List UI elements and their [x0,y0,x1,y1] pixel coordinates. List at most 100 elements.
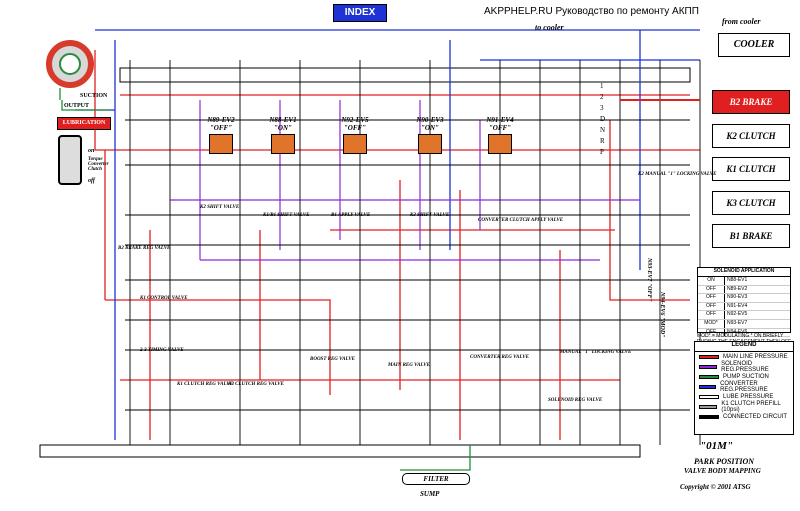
converter-reg-label: CONVERTER REG VALVE [470,355,529,360]
torque-converter-icon [58,135,82,185]
boost-reg-label: BOOST REG VALVE [310,357,356,362]
solenoid-state: "ON" [421,124,439,132]
clutch-k1-clutch: K1 CLUTCH [712,157,790,181]
solenoid-state: "OFF" [343,124,367,132]
k1-control-valve-label: K1 CONTROL VALVE [140,296,188,301]
legend-title: LEGEND [695,342,793,352]
mapping-label: VALVE BODY MAPPING [684,467,761,475]
legend-swatch [699,365,718,369]
b2-reg-valve-label: B2 BRAKE REG VALVE [118,246,171,251]
solenoid-table-state: MOD* [698,319,725,328]
clutch-k3-clutch: K3 CLUTCH [712,190,790,215]
tcc-off-label: off [88,178,95,184]
solenoid-table-state: OFF [698,285,725,294]
legend-label: MAIN LINE PRESSURE [723,354,788,360]
gear-position-1: 1 [600,82,604,90]
torque-converter-label: Torque Converter Clutch [88,157,109,172]
solenoid-table-name: N93-EV7 [727,319,748,326]
gear-position-r: R [600,137,605,145]
legend-item: PUMP SUCTION [695,372,793,382]
solenoid-table-title: SOLENOID APPLICATION [698,268,790,277]
gear-position-d: D [600,115,606,123]
timing-valve-label: 2-3 TIMING VALVE [140,348,184,353]
gear-position-3: 3 [600,104,604,112]
legend-item: SOLENOID REG.PRESSURE [695,361,793,373]
pump-gear-icon [46,40,94,88]
solenoid-icon [343,134,367,154]
solenoid-name: N92-EV5 [341,116,369,124]
lubrication-box: LUBRICATION [57,117,111,130]
solenoid-state: "OFF" [209,124,233,132]
solenoid-n92-ev5: N92-EV5"OFF" [330,116,380,156]
solenoid-table-state: OFF [698,294,725,302]
site-title: AKPPHELP.RU Руководство по ремонту АКПП [484,6,699,17]
solenoid-table-state: OFF [698,328,725,337]
solenoid-n90-ev3: N90-EV3"ON" [405,116,455,156]
solenoid-name: N91-EV4 [486,116,514,124]
cc-apply-valve-label: CONVERTER CLUTCH APPLY VALVE [478,218,564,223]
pump-inner-gear-icon [59,53,81,75]
solenoid-icon [271,134,295,154]
separator-plate-bottom [39,444,641,458]
legend-swatch [699,405,718,409]
legend-item: LUBE PRESSURE [695,392,793,402]
clutch-b1-brake: B1 BRAKE [712,224,790,248]
manual-locking-label: MANUAL "1" LOCKING VALVE [560,350,632,355]
solenoid-name: N89-EV2 [207,116,235,124]
separator-plate-top [119,67,691,83]
k3-shift-valve-label: K3 SHIFT VALVE [410,213,450,218]
legend-swatch [699,375,719,379]
k2-shift-valve-label: K2 SHIFT VALVE [200,205,240,210]
main-reg-label: MAIN REG VALVE [388,363,430,368]
solenoid-table-name: N90-EV3 [727,294,748,301]
legend-item: CONVERTER REG.PRESSURE [695,381,793,393]
solenoid-table-state: OFF [698,302,725,311]
k1b1-shift-valve-label: K1/B1 SHIFT VALVE [263,213,310,218]
legend-item: CONNECTED CIRCUIT [695,412,793,422]
to-cooler-label: to cooler [535,23,564,32]
index-button[interactable]: INDEX [333,4,387,22]
n94-label: N94-EV6 "MOD" [659,292,665,338]
k3-clutch-reg-label: K3 CLUTCH REG VALVE [228,382,284,387]
solenoid-state: "ON" [274,124,292,132]
clutch-k2-clutch: K2 CLUTCH [712,123,790,148]
solenoid-table-name: N89-EV2 [727,285,748,292]
cooler-box: COOLER [718,33,790,57]
tcc-on-label: on [88,148,95,154]
solenoid-reg-label: SOLENOID REG VALVE [548,398,603,403]
k1-clutch-reg-label: K1 CLUTCH REG VALVE [177,382,233,387]
from-cooler-label: from cooler [722,17,761,26]
suction-label: SUCTION [80,93,108,99]
gear-position-2: 2 [600,93,604,101]
legend-item: MAIN LINE PRESSURE [695,352,793,362]
model-label: "01M" [700,440,733,452]
filter-box: FILTER [402,473,470,485]
solenoid-table-name: N91-EV4 [727,302,748,309]
legend-swatch [699,385,717,389]
legend-item: K1 CLUTCH PREFILL (10psi) [695,401,793,413]
solenoid-state: "OFF" [488,124,512,132]
legend-label: CONNECTED CIRCUIT [723,414,787,420]
solenoid-table-name: N92-EV5 [727,311,748,318]
solenoid-icon [418,134,442,154]
solenoid-table-state: OFF [698,311,725,319]
solenoid-name: N90-EV3 [416,116,444,124]
output-label: OUTPUT [64,103,90,109]
solenoid-n89-ev2: N89-EV2"OFF" [196,116,246,156]
legend-label: LUBE PRESSURE [723,394,774,400]
position-label: PARK POSITION [694,457,755,466]
solenoid-table-name: N94-EV6 [727,328,748,335]
b1-apply-valve-label: B1 APPLY VALVE [331,213,371,218]
gear-position-p: P [600,148,604,156]
k2-locking-label: K2 MANUAL "1" LOCKING VALVE [638,172,717,177]
solenoid-n91-ev4: N91-EV4"OFF" [475,116,525,156]
legend-label: K1 CLUTCH PREFILL (10psi) [721,401,781,413]
sump-label: SUMP [420,490,440,498]
